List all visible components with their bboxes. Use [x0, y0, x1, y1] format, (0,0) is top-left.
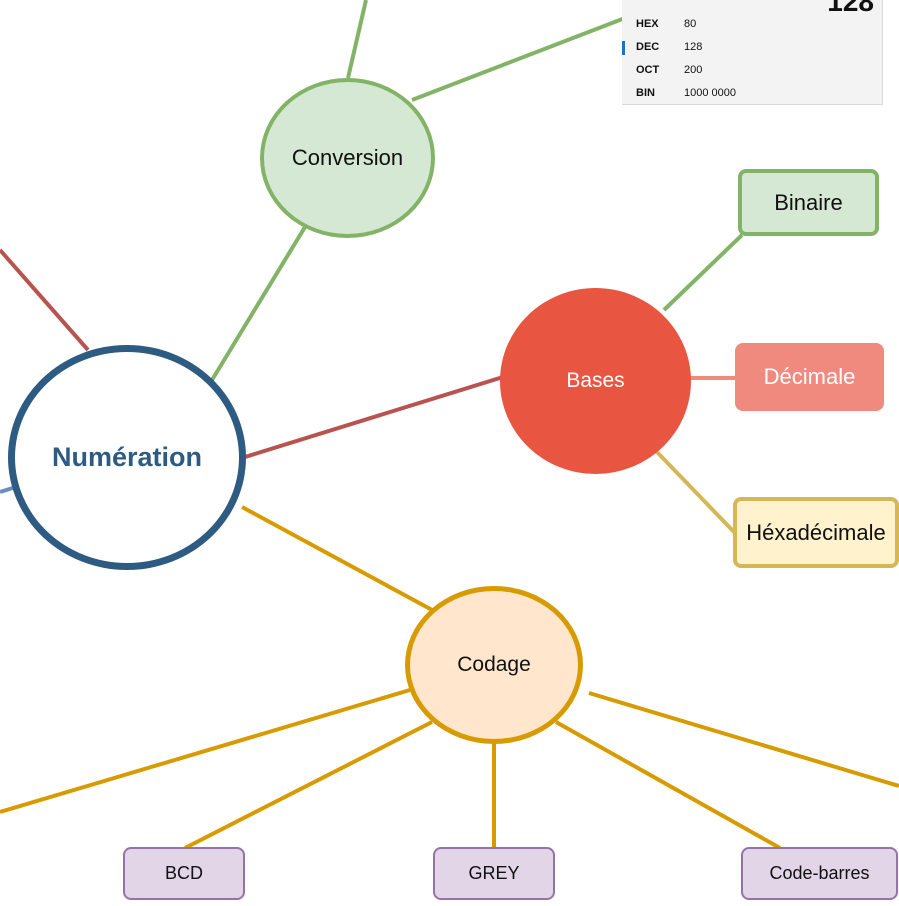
- calc-row-hex[interactable]: HEX 80: [622, 15, 882, 35]
- edge-codage-right: [588, 691, 899, 788]
- node-code-barres[interactable]: Code-barres: [741, 847, 898, 900]
- node-label: Héxadécimale: [746, 519, 886, 545]
- node-hexadecimale[interactable]: Héxadécimale: [733, 497, 899, 568]
- edge-bases-hexadecimale: [655, 450, 737, 535]
- edge-numeration-conversion: [210, 225, 307, 382]
- edge-codage-left: [0, 688, 411, 814]
- edge-numeration-bases: [244, 375, 504, 459]
- node-bcd[interactable]: BCD: [123, 847, 245, 900]
- edge-bases-binaire: [662, 233, 744, 312]
- node-numeration[interactable]: Numération: [8, 345, 246, 570]
- calc-row-bin[interactable]: BIN 1000 0000: [622, 84, 882, 104]
- selection-marker: [622, 41, 625, 55]
- node-grey[interactable]: GREY: [433, 847, 555, 900]
- node-label: Codage: [457, 653, 531, 676]
- calc-row-value: 80: [684, 18, 697, 30]
- edge-codage-code-barres: [555, 720, 781, 850]
- edge-conversion-up: [346, 0, 368, 79]
- node-bases[interactable]: Bases: [500, 288, 691, 474]
- calc-row-oct[interactable]: OCT 200: [622, 61, 882, 81]
- calc-row-value: 128: [684, 41, 703, 53]
- calc-row-value: 1000 0000: [684, 87, 736, 99]
- node-label: BCD: [164, 863, 203, 883]
- node-codage[interactable]: Codage: [405, 586, 583, 744]
- node-binaire[interactable]: Binaire: [738, 169, 879, 236]
- calc-row-label: BIN: [636, 87, 655, 99]
- node-label: Décimale: [763, 364, 856, 389]
- edge-conversion-calculator: [411, 16, 626, 102]
- calc-row-label: DEC: [636, 41, 660, 53]
- node-label: Numération: [51, 442, 203, 472]
- node-label: Conversion: [291, 145, 404, 170]
- calc-row-label: HEX: [636, 18, 659, 30]
- node-label: Binaire: [774, 189, 843, 215]
- edge-numeration-codage: [241, 505, 435, 613]
- node-decimale[interactable]: Décimale: [735, 343, 884, 411]
- calc-row-label: OCT: [636, 64, 660, 76]
- node-label: Bases: [566, 369, 625, 392]
- edge-numeration-left-red: [0, 248, 90, 352]
- calc-row-value: 200: [684, 64, 703, 76]
- node-conversion[interactable]: Conversion: [260, 78, 435, 238]
- node-label: GREY: [468, 863, 520, 883]
- calculator-panel: 128 HEX 80 DEC 128 OCT 200 BIN 1000 0000: [622, 0, 883, 105]
- calculator-display: 128: [827, 0, 874, 17]
- calc-row-dec[interactable]: DEC 128: [622, 38, 882, 58]
- edge-codage-bcd: [184, 720, 433, 850]
- node-label: Code-barres: [769, 863, 870, 883]
